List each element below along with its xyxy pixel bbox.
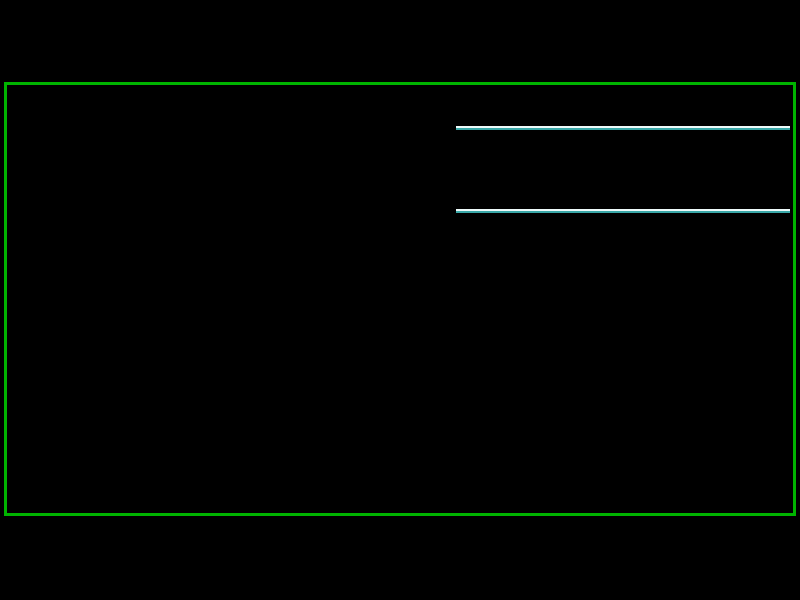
- separator-line-bottom: [456, 209, 790, 213]
- separator-line-top: [456, 126, 790, 130]
- green-outline-frame: [4, 82, 796, 516]
